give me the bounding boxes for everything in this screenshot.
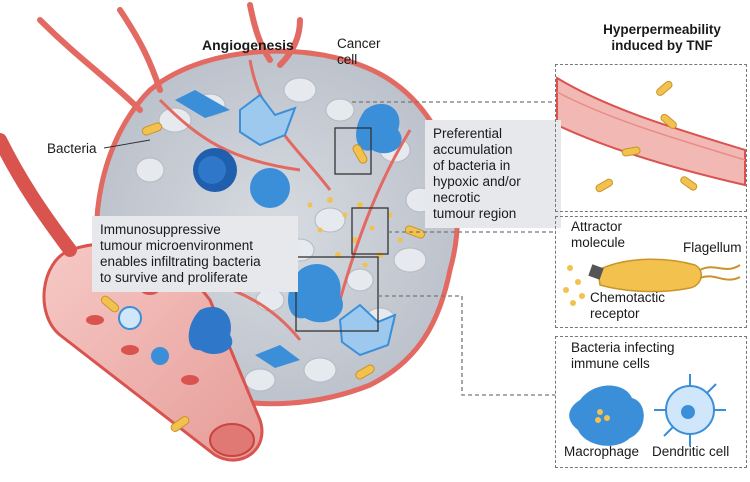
chemotaxis-panel [555,216,747,328]
flagellum-label: Flagellum [683,240,742,255]
cancer-cell-label: Cancer cell [337,36,381,67]
hyperpermeability-panel [555,64,747,212]
chemotactic-receptor-label: Chemotactic receptor [590,290,666,321]
panel-chemotaxis-art [563,258,741,306]
preferential-accumulation-callout: Preferential accumulation of bacteria in… [425,120,561,228]
macrophage-label: Macrophage [564,444,640,459]
immune-infection-panel [555,336,747,468]
panel-hyperpermeability-art [556,76,746,193]
connectors [352,101,555,396]
hyperpermeability-title: Hyperpermeability induced by TNF [603,22,721,53]
blood-vessel [0,133,264,462]
bacteria-leader [103,139,151,149]
dendritic-cell-label: Dendritic cell [652,444,730,459]
zoom-squares [295,127,389,332]
immunosuppressive-callout: Immunosuppressive tumour microenvironmen… [92,216,298,292]
angiogenesis-label: Angiogenesis [202,37,294,53]
angiogenesis-vessels [37,2,303,113]
bacteria-infecting-label: Bacteria infecting immune cells [571,340,675,371]
bacteria-label: Bacteria [47,141,97,156]
immune-cells [175,90,402,368]
attractor-molecule-label: Attractor molecule [571,219,626,250]
panel-immune-art [569,374,726,446]
